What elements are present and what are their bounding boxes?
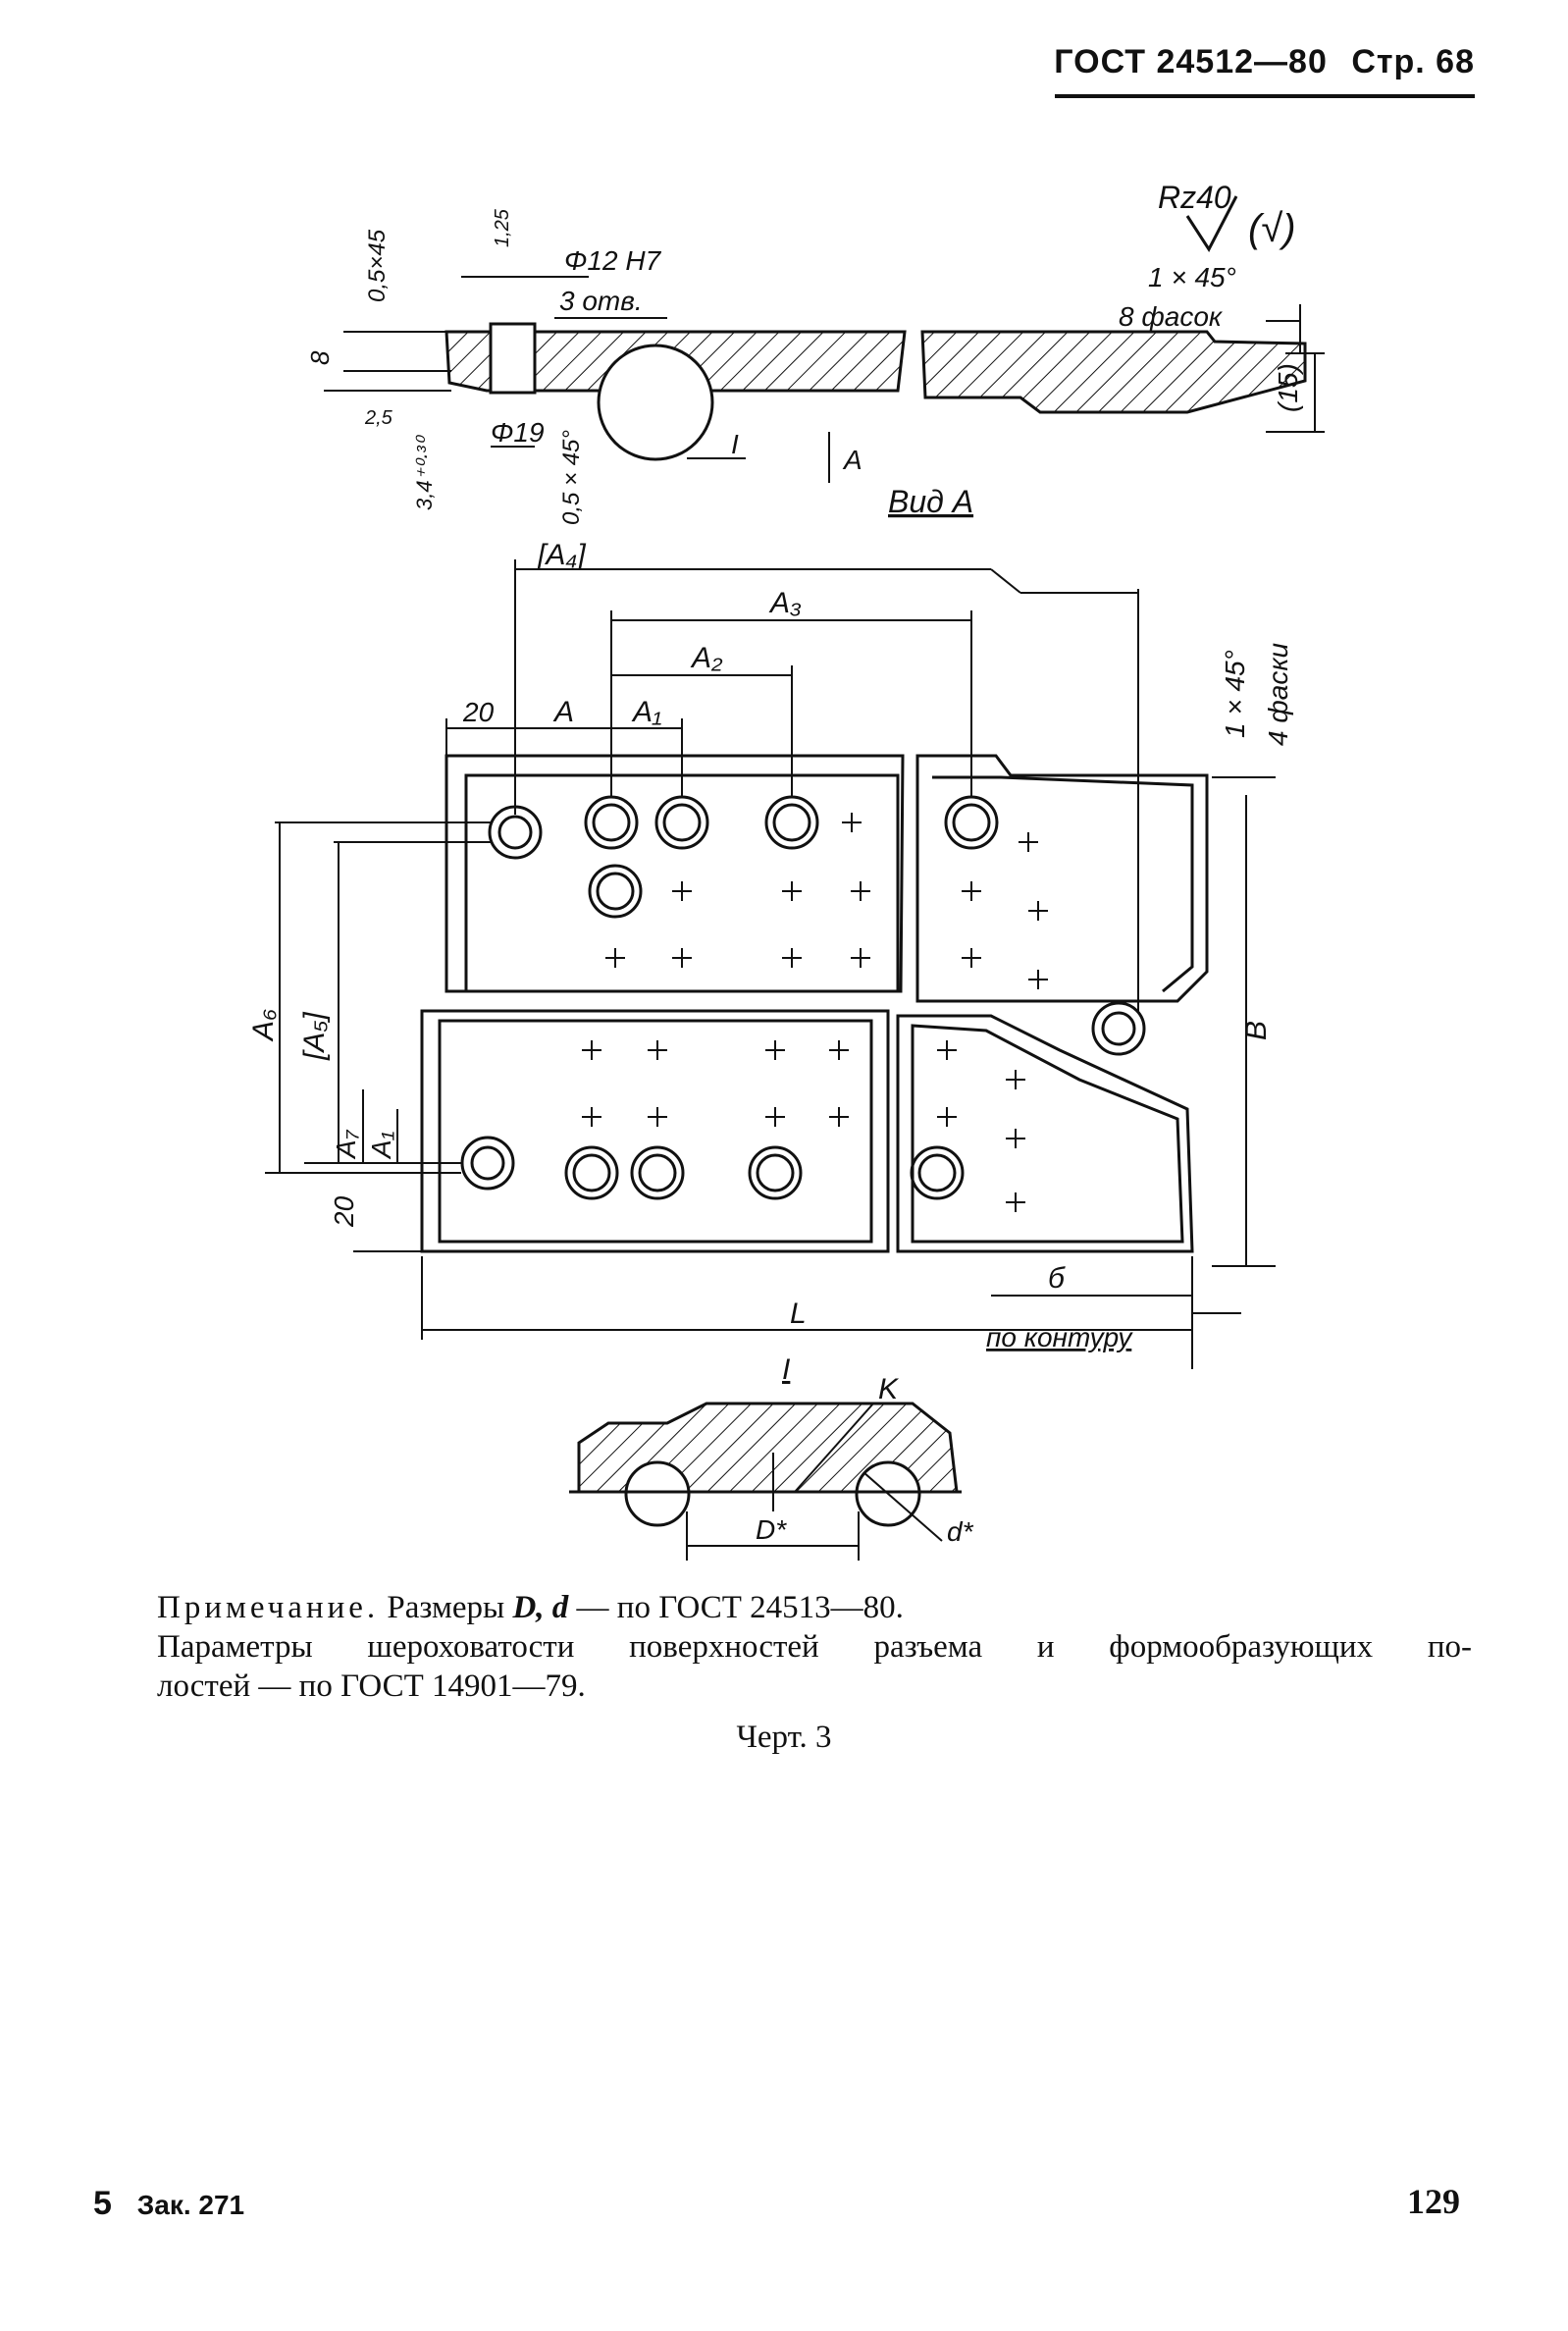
detail-D: D*	[756, 1514, 787, 1545]
detail-mark: I	[731, 429, 739, 459]
chamfer-right-note: 4 фаски	[1263, 642, 1293, 746]
technical-drawing: Rz40 (√) 1 × 45° 8 фасок (15) Φ12 H7 3 о…	[247, 180, 1325, 1561]
dim-A7: A₇	[331, 1129, 361, 1160]
plan-crosses	[582, 813, 1048, 1212]
section-view	[444, 322, 1307, 461]
hole-diameter-label: Φ12 H7	[564, 245, 662, 276]
dim-19: Φ19	[491, 417, 545, 448]
chamfer-top-note: 8 фасок	[1119, 301, 1224, 332]
dim-A4: [A₄]	[537, 539, 586, 571]
note-line-2: Параметры шероховатости поверхностей раз…	[157, 1629, 1472, 1665]
dim-A: A	[552, 696, 574, 728]
dim-125: 1,25	[492, 208, 513, 247]
dim-A6: A₆	[247, 1009, 280, 1042]
plan-holes	[460, 795, 1146, 1200]
dim-A2: A₂	[690, 642, 723, 674]
figure-caption: Черт. 3	[736, 1720, 832, 1755]
dim-20-left: 20	[329, 1195, 359, 1228]
chamfer-right-label: 1 × 45°	[1220, 650, 1250, 738]
header-rule	[1055, 94, 1475, 98]
dim-34: 3,4⁺⁰·³⁰	[412, 434, 437, 510]
roughness-check-icon	[1185, 195, 1238, 252]
note-symbol-D: D,	[512, 1590, 545, 1625]
detail-d: d*	[947, 1516, 974, 1547]
footer-left: 5 Зак. 271	[93, 2185, 244, 2223]
page-label: Стр. 68	[1351, 43, 1475, 80]
roughness-mark: (√)	[1248, 207, 1296, 250]
detail-K: K	[878, 1373, 900, 1405]
note-line-1: Примечание. Размеры D, d — по ГОСТ 24513…	[157, 1588, 1472, 1627]
note-symbol-d: d	[551, 1590, 569, 1625]
dim-15: (15)	[1273, 363, 1303, 412]
dim-A3: A₃	[768, 587, 802, 619]
dim-A1-left: A₁	[366, 1131, 396, 1160]
order-number: Зак. 271	[136, 2190, 245, 2220]
note-line-3: лостей — по ГОСТ 14901—79.	[157, 1669, 586, 1704]
detail-dimensions	[686, 1403, 943, 1561]
note-line1-tail: — по ГОСТ 24513—80.	[576, 1590, 904, 1625]
plan-view	[420, 754, 1209, 1253]
detail-title: I	[782, 1353, 790, 1386]
view-a-title: Вид А	[888, 484, 973, 519]
hole-count-label: 3 отв.	[559, 286, 643, 316]
roughness-label: Rz40	[1158, 180, 1231, 215]
dim-A5: [A₅]	[298, 1012, 331, 1061]
chamfer-top-label: 1 × 45°	[1148, 262, 1236, 292]
plan-dimension-lines	[265, 559, 1276, 1369]
note-block: Примечание. Размеры D, d — по ГОСТ 24513…	[157, 1588, 1472, 1706]
page-number: 129	[1407, 2182, 1460, 2221]
sheet-number: 5	[93, 2185, 112, 2222]
page-header: ГОСТ 24512—80 Стр. 68	[1054, 43, 1475, 81]
dim-A1: A₁	[631, 696, 661, 728]
dim-8: 8	[305, 350, 335, 365]
detail-section	[569, 1402, 962, 1527]
dim-05x45-bottom: 0,5 × 45°	[558, 430, 585, 525]
contour-label: по контуру	[986, 1322, 1133, 1352]
dim-L: L	[790, 1298, 807, 1330]
dim-05x45-top: 0,5×45	[364, 229, 391, 302]
note-label: Примечание.	[157, 1590, 380, 1625]
dim-B: B	[1240, 1021, 1273, 1040]
note-line1-text: Размеры	[387, 1590, 505, 1625]
view-arrow-label: A	[842, 445, 862, 475]
section-dimensions	[324, 276, 1325, 483]
dim-b: б	[1048, 1262, 1066, 1295]
standard-number: ГОСТ 24512—80	[1054, 43, 1328, 80]
dim-25: 2,5	[364, 407, 393, 429]
dim-20-top: 20	[462, 697, 495, 727]
